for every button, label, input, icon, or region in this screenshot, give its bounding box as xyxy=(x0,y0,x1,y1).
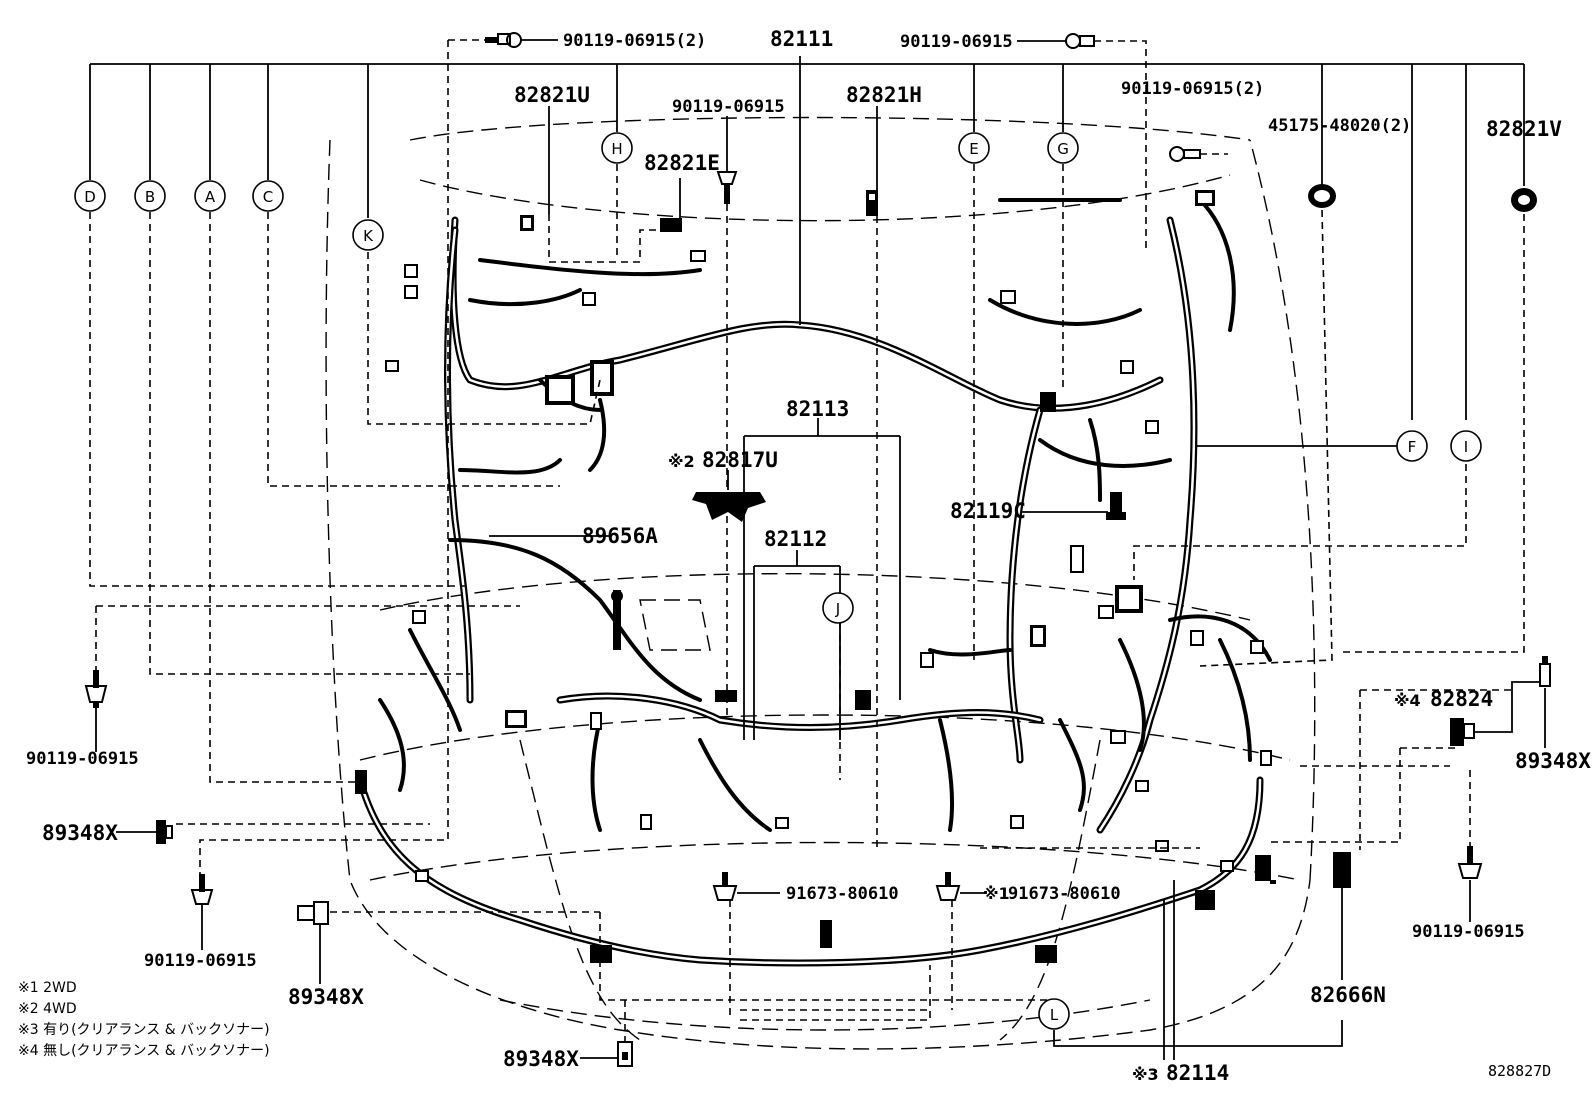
marker-2-82817u: ※2 xyxy=(668,452,695,471)
bracket-icon xyxy=(692,492,766,522)
harness-82113 xyxy=(556,692,1086,832)
callout-b: B xyxy=(134,180,166,212)
label-bolt-top-right: 90119-06915(2) xyxy=(1121,79,1264,99)
callout-d: D xyxy=(74,180,106,212)
label-bolt-upper: 90119-06915 xyxy=(672,97,785,117)
svg-text:F: F xyxy=(1408,438,1417,456)
label-89348x-bottom: 89348X xyxy=(503,1047,579,1071)
label-82119c: 82119C xyxy=(950,499,1026,523)
label-nut-center-right: 91673-80610 xyxy=(1008,884,1121,904)
svg-text:C: C xyxy=(263,188,273,206)
svg-text:A: A xyxy=(205,188,216,206)
label-clip-45175: 45175-48020(2) xyxy=(1268,116,1411,136)
svg-text:G: G xyxy=(1057,140,1069,158)
marker-1-nut: ※1 xyxy=(983,884,1010,903)
label-82821u: 82821U xyxy=(514,83,590,107)
clip-icon xyxy=(1308,184,1336,208)
callout-h: H xyxy=(601,132,633,164)
label-82666n: 82666N xyxy=(1310,983,1386,1007)
bolt-icon xyxy=(1169,146,1201,162)
footnote: ※1 2WD xyxy=(18,980,77,996)
grommet-icon xyxy=(1511,188,1537,212)
label-bolt-right: 90119-06915 xyxy=(1412,922,1525,942)
callout-g: G xyxy=(1047,132,1079,164)
nut-icon xyxy=(935,872,961,901)
bolt-icon xyxy=(1106,492,1126,520)
label-82111: 82111 xyxy=(770,27,833,51)
sensor-icon xyxy=(156,820,173,844)
callout-i: I xyxy=(1450,430,1482,462)
bolt-icon xyxy=(1457,846,1483,879)
bolt-icon xyxy=(716,171,738,204)
connector-icon xyxy=(1450,718,1475,746)
marker-3-82114: ※3 xyxy=(1132,1065,1159,1084)
svg-text:B: B xyxy=(145,188,155,206)
label-82821e: 82821E xyxy=(644,151,720,175)
harness-branches xyxy=(378,198,1272,792)
label-89656a: 89656A xyxy=(582,524,658,548)
connector-icon xyxy=(660,218,682,232)
callout-k: K xyxy=(352,219,384,251)
callout-c: C xyxy=(252,180,284,212)
label-82821v: 82821V xyxy=(1486,117,1562,141)
sensor-icon xyxy=(297,901,329,925)
footnote: ※2 4WD xyxy=(18,1001,77,1017)
harness-82114 xyxy=(356,776,1264,967)
label-82824: 82824 xyxy=(1430,687,1493,711)
svg-text:H: H xyxy=(611,140,622,158)
label-nut-center: 91673-80610 xyxy=(786,884,899,904)
bolt-icon xyxy=(1065,33,1095,49)
vehicle-body-outline xyxy=(325,116,1316,1050)
footnote: ※4 無し(クリアランス & バックソナー) xyxy=(18,1043,270,1059)
label-89348x-left: 89348X xyxy=(42,821,118,845)
svg-text:L: L xyxy=(1050,1006,1059,1024)
label-82112: 82112 xyxy=(764,527,827,551)
callout-l: L xyxy=(1038,998,1070,1030)
svg-text:J: J xyxy=(835,600,840,618)
fastener-icons xyxy=(84,32,1551,1067)
nut-icon xyxy=(712,872,738,901)
marker-4-82824: ※4 xyxy=(1394,691,1421,710)
label-89348x-right: 89348X xyxy=(1515,749,1591,773)
svg-text:E: E xyxy=(969,140,978,158)
svg-text:K: K xyxy=(363,227,374,245)
sensor-icon xyxy=(617,1041,633,1067)
footnotes: ※1 2WD ※2 4WD ※3 有り(クリアランス & バックソナー) ※4 … xyxy=(18,978,270,1062)
sensor-icon xyxy=(1539,656,1551,687)
sensor-icon xyxy=(611,590,623,650)
svg-text:D: D xyxy=(84,188,96,206)
part-labels: 90119-06915(2) 82111 90119-06915 90119-0… xyxy=(26,27,1591,1085)
label-82113: 82113 xyxy=(786,397,849,421)
callout-a: A xyxy=(194,180,226,212)
leader-lines-solid xyxy=(89,39,1546,1060)
label-82821h: 82821H xyxy=(846,83,922,107)
callout-e: E xyxy=(958,132,990,164)
label-bolt-top-center: 90119-06915 xyxy=(900,32,1013,52)
label-bolt-top-left: 90119-06915(2) xyxy=(563,31,706,51)
harness-82111 xyxy=(444,216,1198,834)
bolt-icon xyxy=(84,670,108,708)
label-89348x-bottom-left: 89348X xyxy=(288,985,364,1009)
callout-j: J xyxy=(822,592,854,624)
callout-f: F xyxy=(1396,430,1428,462)
bolt-icon xyxy=(190,874,214,905)
label-82114: 82114 xyxy=(1166,1061,1229,1085)
bolt-icon xyxy=(485,32,522,48)
connector-icon xyxy=(866,190,878,216)
connectors xyxy=(355,190,1351,963)
callouts: D B A C K H E G F I J L xyxy=(74,132,1482,1030)
label-82817u: 82817U xyxy=(702,448,778,472)
label-bolt-lower-left: 90119-06915 xyxy=(144,951,257,971)
footnote: ※3 有り(クリアランス & バックソナー) xyxy=(18,1022,270,1038)
label-bolt-left: 90119-06915 xyxy=(26,749,139,769)
diagram-reference: 828827D xyxy=(1488,1062,1551,1080)
svg-text:I: I xyxy=(1464,438,1468,456)
